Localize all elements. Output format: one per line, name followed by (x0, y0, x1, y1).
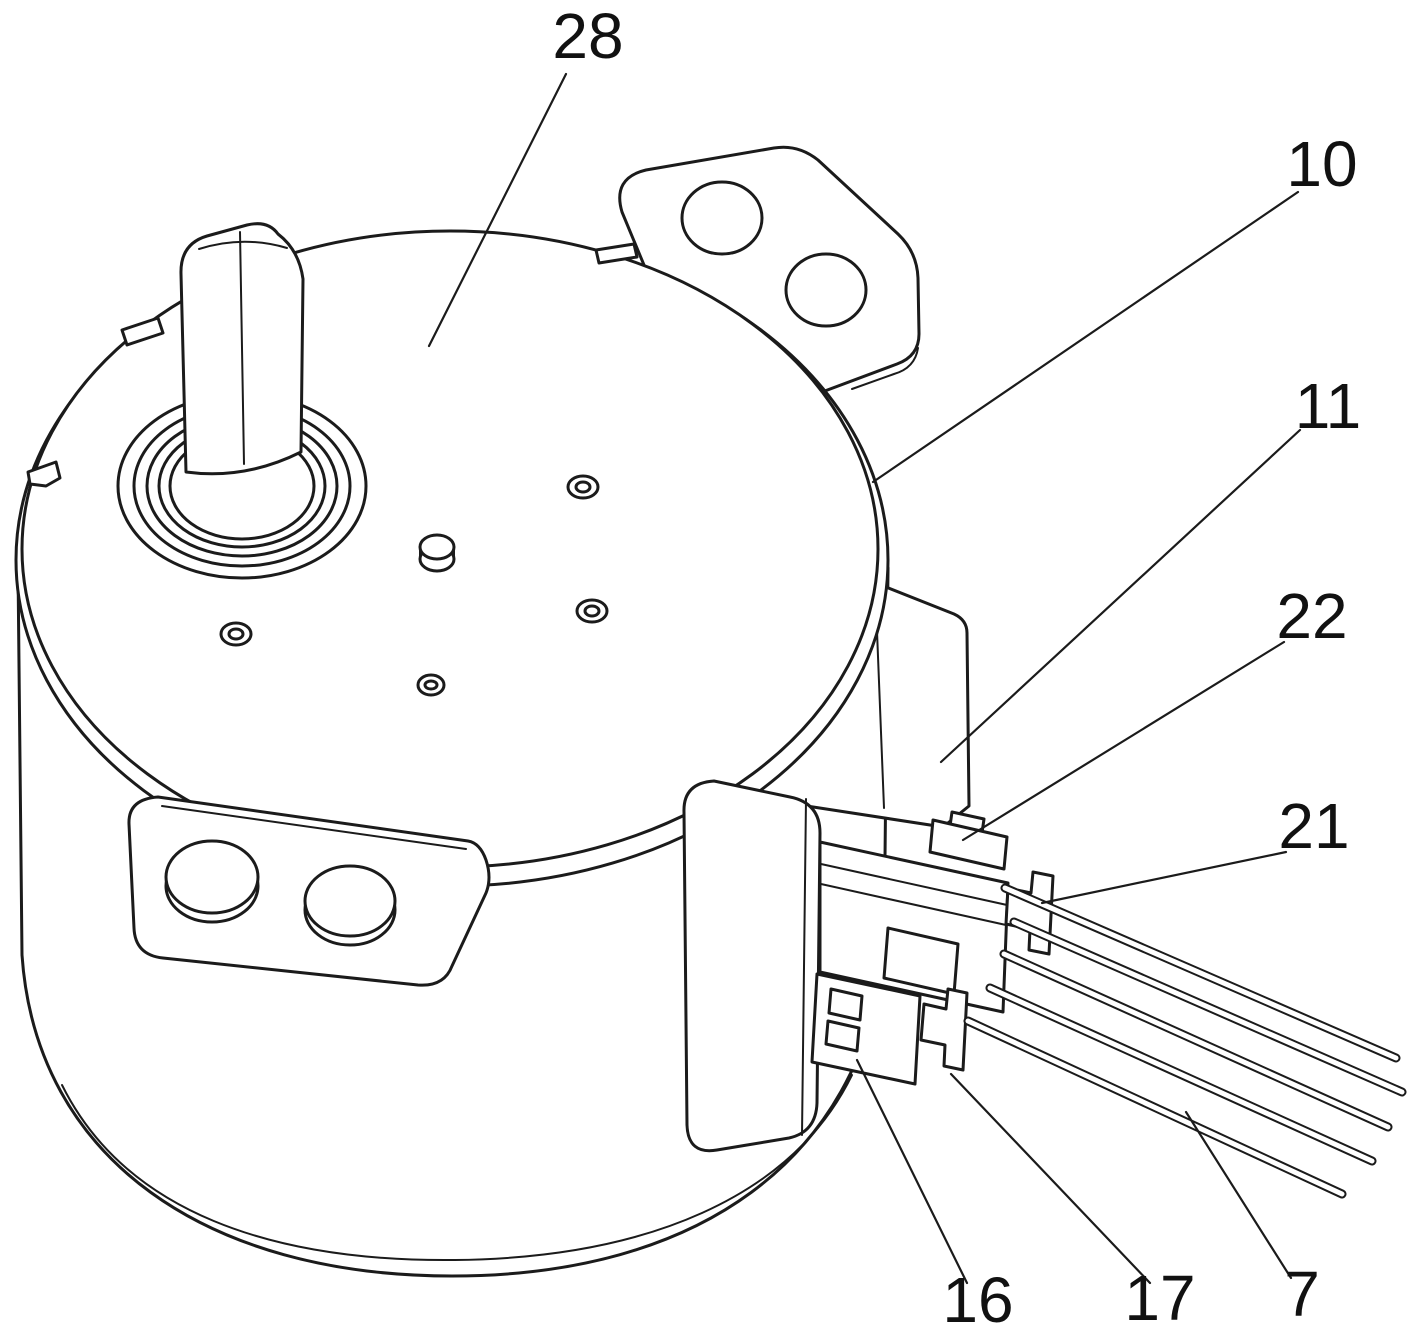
front-cover-slab (682, 779, 822, 1153)
rim-tab (120, 316, 165, 347)
tab-hole (303, 864, 397, 947)
cover-holes (219, 474, 609, 697)
tab-hole (784, 252, 868, 328)
connector-clip (827, 987, 864, 1022)
part-label-17: 17 (1124, 1262, 1195, 1330)
connector-latch-lower (919, 987, 969, 1072)
connector-latch-top (928, 818, 1009, 871)
leader-line-7 (1184, 1110, 1293, 1280)
part-label-7: 7 (1284, 1258, 1320, 1330)
mounting-tab-bottom (127, 795, 491, 987)
center-boss (418, 533, 456, 573)
part-label-16: 16 (942, 1264, 1013, 1330)
connector-clip (824, 1019, 861, 1053)
leader-line-16 (855, 1058, 969, 1285)
rim-notch (594, 242, 639, 265)
part-label-22: 22 (1276, 580, 1347, 652)
output-shaft (179, 222, 305, 476)
part-labels: 28 10 11 22 21 16 17 7 (552, 0, 1361, 1330)
leader-line-28 (427, 72, 568, 348)
leader-lines (427, 72, 1302, 1285)
leader-line-10 (871, 190, 1300, 484)
rim-clip (26, 460, 62, 488)
part-label-11: 11 (1295, 370, 1361, 442)
connector-assembly (810, 810, 1055, 1086)
lead-wires (963, 883, 1407, 1199)
part-label-28: 28 (552, 0, 623, 72)
part-label-10: 10 (1286, 128, 1357, 200)
leader-line-22 (961, 640, 1286, 842)
part-label-21: 21 (1278, 790, 1349, 862)
tab-hole (164, 839, 260, 924)
leader-line-17 (949, 1072, 1152, 1285)
connector-body (818, 840, 1010, 1014)
tab-hole (680, 180, 764, 256)
leader-line-21 (1040, 850, 1288, 905)
leader-line-11 (939, 428, 1302, 764)
